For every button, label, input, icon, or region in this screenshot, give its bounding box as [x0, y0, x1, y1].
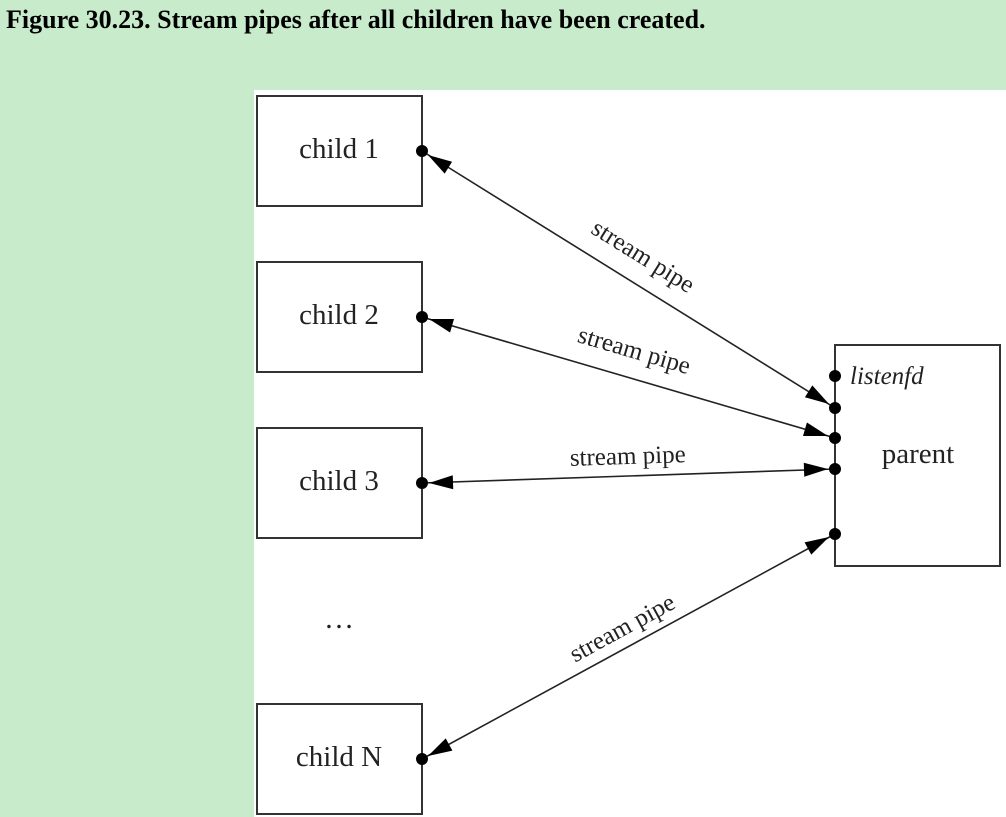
pipe-1: stream pipe	[416, 145, 841, 414]
pipe-1-arrowhead-parent	[804, 385, 829, 404]
pipe-n-arrowhead-child	[428, 738, 453, 756]
parent-box	[834, 344, 1001, 567]
listenfd-label: listenfd	[850, 363, 924, 390]
pipe-2-child-endpoint	[416, 311, 428, 323]
child-2-label: child 2	[299, 299, 379, 331]
pipe-1-child-endpoint	[416, 145, 428, 157]
pipe-3-parent-endpoint	[829, 463, 841, 475]
pipe-3-line	[421, 468, 836, 484]
pipe-1-parent-endpoint	[829, 402, 841, 414]
pipe-2: stream pipe	[416, 311, 841, 444]
pipe-2-line	[421, 316, 836, 439]
pipe-2-label: stream pipe	[575, 322, 694, 380]
pipe-2-arrowhead-child	[429, 319, 454, 333]
pipe-3: stream pipe	[416, 441, 841, 490]
pipe-3-label: stream pipe	[569, 441, 686, 472]
pipe-n-child-endpoint	[416, 753, 428, 765]
pipe-2-parent-endpoint	[829, 432, 841, 444]
pipe-1-line	[421, 150, 836, 409]
ellipsis-label: …	[324, 602, 354, 635]
child-3-label: child 3	[299, 465, 379, 497]
child-2-node: child 2	[256, 261, 423, 373]
pipe-n-arrowhead-parent	[804, 537, 829, 555]
listenfd-endpoint	[829, 370, 841, 382]
pipe-n-parent-endpoint	[829, 528, 841, 540]
child-3-node: child 3	[256, 427, 423, 539]
child-n-node: child N	[256, 703, 423, 815]
pipe-n-line	[421, 533, 836, 760]
child-1-node: child 1	[256, 95, 423, 207]
pipe-1-label: stream pipe	[587, 215, 700, 299]
figure-panel	[254, 90, 1006, 817]
parent-label: parent	[882, 438, 954, 470]
pipe-3-arrowhead-parent	[803, 462, 828, 477]
pipe-1-arrowhead-child	[428, 155, 453, 174]
figure-caption: Figure 30.23. Stream pipes after all chi…	[6, 5, 706, 34]
pipe-2-arrowhead-parent	[803, 422, 828, 436]
child-1-label: child 1	[299, 133, 379, 165]
child-n-label: child N	[296, 741, 382, 773]
pipe-n: stream pipe	[416, 528, 841, 765]
pipe-3-arrowhead-child	[429, 475, 454, 490]
parent-node: parent listenfd	[829, 344, 1001, 567]
pipe-3-child-endpoint	[416, 477, 428, 489]
